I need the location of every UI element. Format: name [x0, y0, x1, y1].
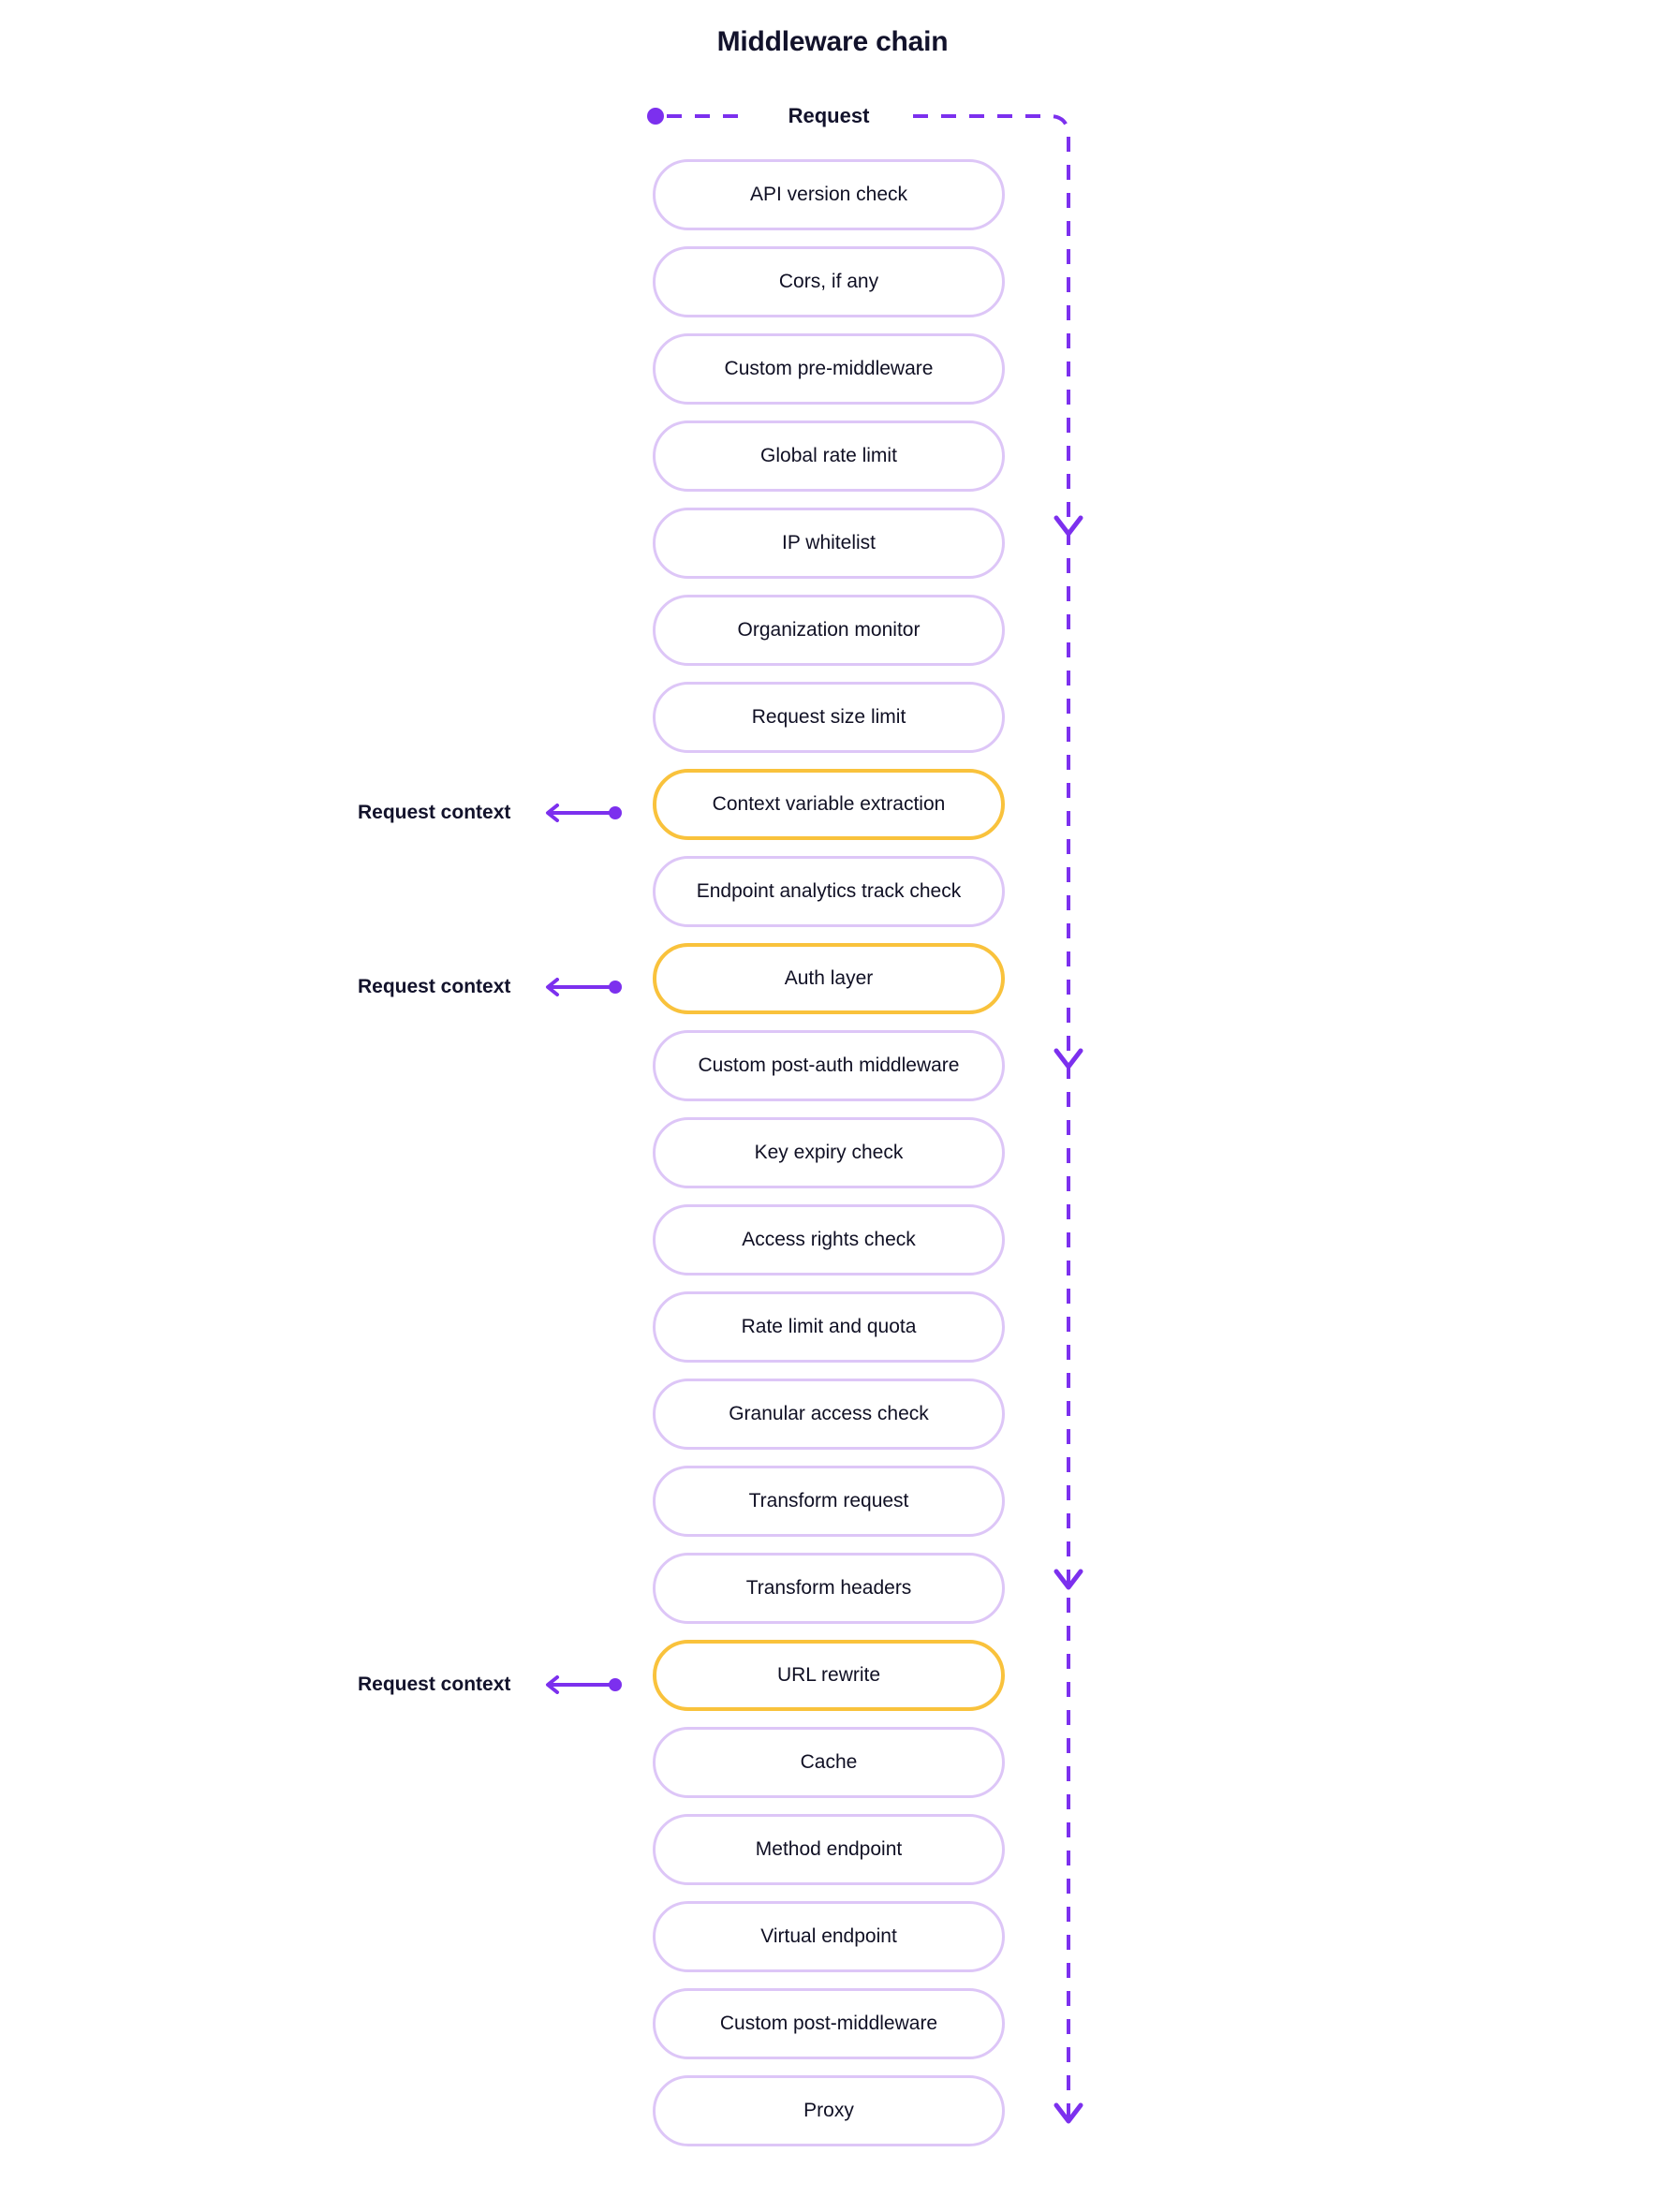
- flow-arrow-4: [1054, 2102, 1083, 2124]
- middleware-step-label: Request size limit: [751, 706, 906, 728]
- annotation-arrow-icon: [546, 1675, 623, 1694]
- annotation-label: Request context: [358, 976, 511, 997]
- annotation-label: Request context: [358, 1674, 511, 1695]
- middleware-step[interactable]: Global rate limit: [653, 420, 1005, 492]
- middleware-step-label: Custom post-middleware: [719, 2013, 938, 2034]
- middleware-step[interactable]: Key expiry check: [653, 1117, 1005, 1188]
- middleware-step[interactable]: Request size limit: [653, 682, 1005, 753]
- middleware-step[interactable]: Proxy: [653, 2075, 1005, 2146]
- middleware-step-label: Access rights check: [742, 1229, 916, 1250]
- middleware-step[interactable]: Context variable extraction: [653, 769, 1005, 840]
- middleware-step-label: IP whitelist: [782, 532, 876, 553]
- middleware-step[interactable]: Transform headers: [653, 1553, 1005, 1624]
- middleware-step[interactable]: Rate limit and quota: [653, 1291, 1005, 1363]
- middleware-step-label: Cache: [800, 1751, 858, 1773]
- middleware-step[interactable]: Cors, if any: [653, 246, 1005, 317]
- middleware-step-label: API version check: [749, 184, 908, 205]
- flow-arrow-2: [1054, 1048, 1083, 1069]
- middleware-step[interactable]: Cache: [653, 1727, 1005, 1798]
- middleware-step[interactable]: Access rights check: [653, 1204, 1005, 1276]
- middleware-step[interactable]: Custom pre-middleware: [653, 333, 1005, 405]
- middleware-step[interactable]: Organization monitor: [653, 595, 1005, 666]
- middleware-step[interactable]: API version check: [653, 159, 1005, 230]
- middleware-step-label: Endpoint analytics track check: [696, 880, 962, 902]
- flow-arrow-3: [1054, 1569, 1083, 1590]
- middleware-step-label: Granular access check: [729, 1403, 929, 1424]
- request-start-dot: [647, 108, 664, 125]
- annotation-label: Request context: [358, 802, 511, 823]
- middleware-step-label: Custom pre-middleware: [724, 358, 934, 379]
- middleware-step-label: Global rate limit: [760, 445, 897, 466]
- middleware-step[interactable]: Auth layer: [653, 943, 1005, 1014]
- middleware-step[interactable]: Custom post-middleware: [653, 1988, 1005, 2059]
- middleware-step[interactable]: IP whitelist: [653, 508, 1005, 579]
- middleware-step-label: Auth layer: [784, 967, 874, 989]
- middleware-step-label: Organization monitor: [737, 619, 921, 641]
- annotation-arrow-icon: [546, 804, 623, 822]
- page-title: Middleware chain: [716, 26, 949, 57]
- annotation-request-context-3: Request context: [358, 1671, 623, 1699]
- middleware-step-label: Transform request: [748, 1490, 909, 1512]
- middleware-step[interactable]: Virtual endpoint: [653, 1901, 1005, 1972]
- annotation-arrow-icon: [546, 978, 623, 996]
- middleware-step[interactable]: Method endpoint: [653, 1814, 1005, 1885]
- middleware-step-label: Virtual endpoint: [760, 1925, 897, 1947]
- middleware-step-label: URL rewrite: [776, 1664, 881, 1686]
- middleware-step-label: Key expiry check: [754, 1142, 904, 1163]
- middleware-step[interactable]: Transform request: [653, 1466, 1005, 1537]
- annotation-request-context-1: Request context: [358, 799, 623, 827]
- middleware-step[interactable]: Custom post-auth middleware: [653, 1030, 1005, 1101]
- annotation-request-context-2: Request context: [358, 973, 623, 1001]
- middleware-step-label: Proxy: [803, 2100, 854, 2121]
- middleware-step-label: Rate limit and quota: [741, 1316, 917, 1337]
- middleware-step[interactable]: Granular access check: [653, 1379, 1005, 1450]
- middleware-step-label: Custom post-auth middleware: [698, 1054, 960, 1076]
- middleware-step[interactable]: Endpoint analytics track check: [653, 856, 1005, 927]
- middleware-step-label: Transform headers: [745, 1577, 912, 1599]
- middleware-step-label: Context variable extraction: [712, 793, 946, 815]
- flow-arrow-1: [1054, 515, 1083, 537]
- request-entry-label: Request: [746, 103, 911, 129]
- middleware-step[interactable]: URL rewrite: [653, 1640, 1005, 1711]
- middleware-step-label: Cors, if any: [778, 271, 879, 292]
- middleware-step-label: Method endpoint: [755, 1838, 903, 1860]
